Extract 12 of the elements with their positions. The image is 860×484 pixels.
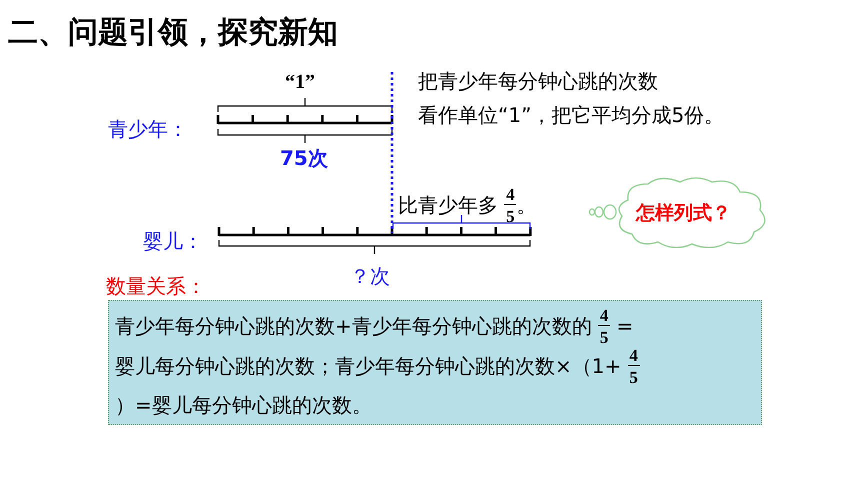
row-label: 婴儿： — [143, 229, 203, 253]
count-label: 75次 — [280, 146, 328, 170]
row-label: 青少年： — [108, 117, 188, 141]
formula-box — [108, 300, 762, 425]
bubble-text: 怎样列式？ — [636, 201, 731, 226]
count-label: ？次 — [350, 264, 390, 288]
instruction-text: 看作单位“1”，把它平均分成5份。 — [418, 103, 724, 127]
quote-label: “1” — [285, 70, 315, 94]
section-label: 数量关系： — [106, 274, 206, 298]
comparison-text: 比青少年多 $^{4}$$_{5}$。 — [398, 186, 536, 226]
slide-title: 二、问题引领，探究新知 — [8, 14, 338, 52]
instruction-text: 把青少年每分钟心跳的次数 — [418, 69, 658, 93]
